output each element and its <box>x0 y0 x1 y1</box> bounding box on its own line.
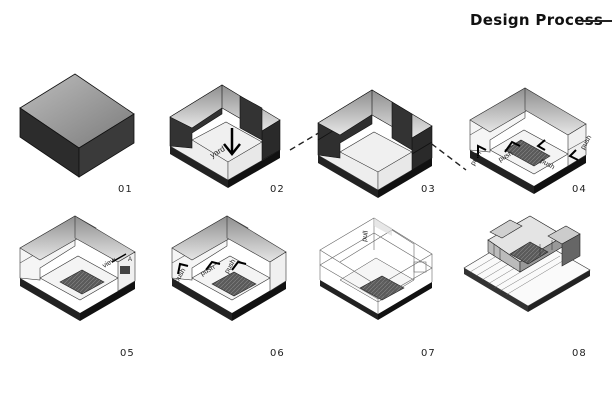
step-07-block <box>319 217 433 320</box>
step-number-08: 08 <box>572 348 587 359</box>
step-05-annotation-a: A <box>128 257 132 263</box>
step-number-01: 01 <box>118 184 133 195</box>
step-number-04: 04 <box>572 184 587 195</box>
step-03-block <box>317 89 433 198</box>
page-title: Design Process <box>470 11 604 29</box>
step-06-block <box>171 215 287 321</box>
step-04-block <box>469 87 587 194</box>
step-number-02: 02 <box>270 184 285 195</box>
step-number-06: 06 <box>270 348 285 359</box>
step-number-05: 05 <box>120 348 135 359</box>
step-number-03: 03 <box>421 184 436 195</box>
step-number-07: 07 <box>421 348 436 359</box>
title-underline <box>582 20 612 22</box>
step-07-annotation-pull: pull <box>361 230 370 242</box>
step-02-block <box>169 84 281 188</box>
step-08-block <box>463 215 591 312</box>
step-05-block <box>19 215 136 321</box>
step-01-block <box>19 73 135 178</box>
